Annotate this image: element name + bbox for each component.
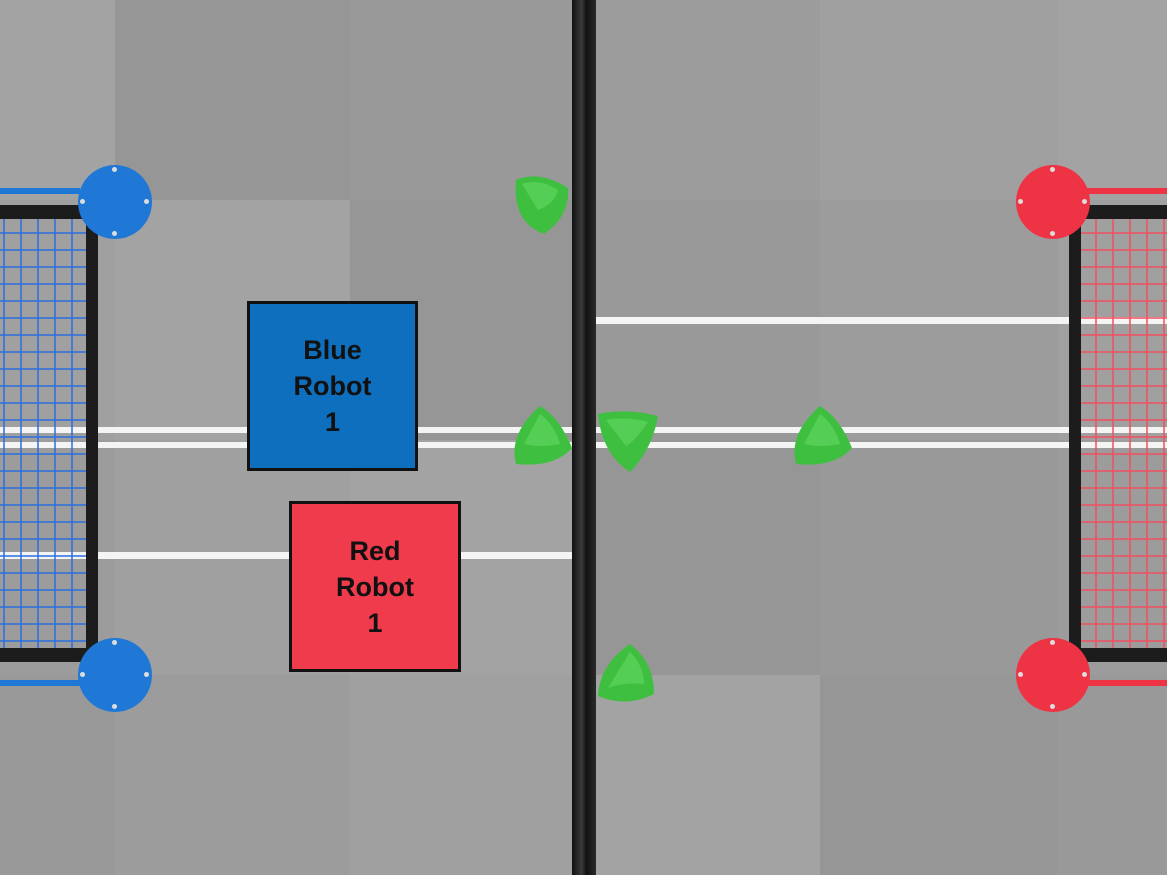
bolt-icon — [112, 640, 117, 645]
bolt-icon — [1050, 704, 1055, 709]
foam-tile — [350, 0, 585, 200]
starting-line-left — [0, 552, 572, 559]
foam-tile — [585, 675, 820, 875]
red-goal-frame-side — [1069, 205, 1081, 665]
red-goal-bar-bottom — [1087, 680, 1167, 686]
foam-tile — [1058, 0, 1167, 200]
bolt-icon — [1018, 672, 1023, 677]
blue-goal-frame-bottom — [0, 648, 95, 662]
triball-icon — [514, 406, 572, 465]
triball-icon — [515, 176, 569, 234]
blue-goal-bar-bottom — [0, 680, 80, 686]
robot-label-line: 1 — [324, 407, 341, 437]
bolt-icon — [80, 199, 85, 204]
foam-tile — [585, 440, 820, 675]
bolt-icon — [1050, 167, 1055, 172]
starting-line-right — [596, 317, 1167, 324]
foam-tile — [115, 675, 350, 875]
bolt-icon — [112, 167, 117, 172]
foam-tile — [585, 0, 820, 200]
foam-tile — [820, 675, 1058, 875]
robot-label-line: Robot — [336, 571, 414, 602]
blue-goal-bar-top — [0, 188, 80, 194]
red-goal-frame-top — [1072, 205, 1167, 219]
foam-tile — [115, 0, 350, 200]
bolt-icon — [1050, 640, 1055, 645]
red-goal-net — [1075, 212, 1167, 658]
red-goal-bar-top — [1087, 188, 1167, 194]
bolt-icon — [80, 672, 85, 677]
bolt-icon — [144, 672, 149, 677]
red-goal-frame-bottom — [1072, 648, 1167, 662]
foam-tile — [1058, 675, 1167, 875]
blue-goal-post-bottom — [78, 638, 152, 712]
tape-line-right-lower — [596, 442, 1167, 448]
robot-label-line: Blue — [303, 335, 362, 365]
bolt-icon — [1082, 672, 1087, 677]
blue-goal-frame-top — [0, 205, 95, 219]
blue-robot-1[interactable]: Blue Robot 1 — [247, 301, 418, 471]
bolt-icon — [144, 199, 149, 204]
blue-goal-frame-side — [86, 205, 98, 665]
triball-icon — [598, 644, 654, 702]
robot-label-line: 1 — [367, 607, 383, 638]
triball-icon — [598, 411, 658, 472]
foam-tile — [0, 0, 115, 200]
bolt-icon — [112, 231, 117, 236]
red-goal-post-top — [1016, 165, 1090, 239]
red-robot-1[interactable]: Red Robot 1 — [289, 501, 461, 672]
tape-line-right-upper — [596, 427, 1167, 433]
robot-label-line: Red — [349, 535, 401, 566]
triball-icon — [794, 406, 852, 465]
foam-tile — [350, 675, 585, 875]
red-goal-post-bottom — [1016, 638, 1090, 712]
bolt-icon — [112, 704, 117, 709]
foam-tile — [820, 440, 1058, 675]
blue-goal-net — [0, 212, 92, 658]
foam-tile — [0, 675, 115, 875]
center-barrier — [572, 0, 596, 875]
bolt-icon — [1018, 199, 1023, 204]
blue-goal-post-top — [78, 165, 152, 239]
bolt-icon — [1050, 231, 1055, 236]
robot-label-line: Robot — [293, 371, 372, 401]
foam-tile — [820, 0, 1058, 200]
bolt-icon — [1082, 199, 1087, 204]
